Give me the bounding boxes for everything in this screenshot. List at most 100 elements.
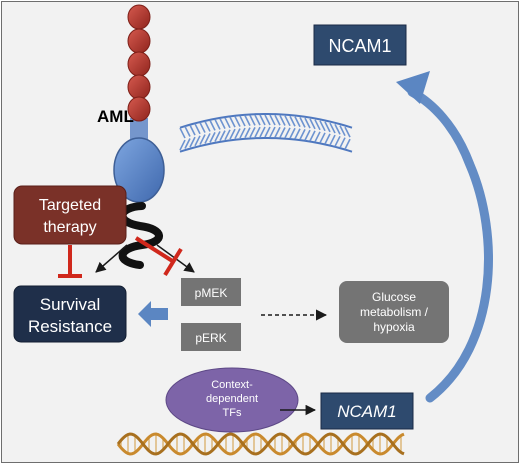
membrane-inner-line <box>179 137 353 153</box>
lipid-lower <box>309 130 316 142</box>
membrane-outer-line <box>179 113 353 129</box>
glucose-line-2: metabolism / <box>360 305 429 319</box>
lipid-lower <box>334 135 341 147</box>
cell-membrane <box>179 113 353 153</box>
ig-domain-bead <box>127 51 151 77</box>
pmek-box: pMEK <box>181 278 241 306</box>
lipid-lower <box>254 126 261 138</box>
tf-line-3: TFs <box>223 407 242 419</box>
arrow-to-pmek <box>95 244 128 273</box>
lipid-upper <box>264 114 271 126</box>
lipid-upper <box>324 121 331 133</box>
lipid-upper <box>304 117 311 129</box>
lipid-upper <box>179 127 186 139</box>
lipid-upper <box>299 117 306 128</box>
lipid-upper <box>339 125 346 137</box>
lipid-upper <box>184 126 191 137</box>
lipid-lower <box>184 138 191 149</box>
ncam1-gene-box: NCAM1 <box>320 392 414 430</box>
lipid-lower <box>234 128 241 139</box>
lipid-upper <box>214 119 221 130</box>
lipid-lower <box>294 128 301 140</box>
ncam1-protein-label: NCAM1 <box>328 36 391 56</box>
ncam1-protein-box: NCAM1 <box>313 24 407 66</box>
lipid-upper <box>189 124 196 136</box>
lipid-upper <box>199 122 206 133</box>
lipid-lower <box>314 131 321 143</box>
lipid-upper <box>259 114 266 126</box>
inhibit-pmek <box>134 236 183 277</box>
pmek-label: pMEK <box>195 286 228 300</box>
lipid-lower <box>224 129 231 141</box>
lipid-upper <box>344 126 351 138</box>
lipid-upper <box>234 116 241 127</box>
receptor-ig-domains <box>127 4 151 122</box>
lipid-lower <box>329 134 336 146</box>
lipid-upper <box>204 121 211 132</box>
glucose-metabolism-box: Glucose metabolism / hypoxia <box>339 281 449 343</box>
lipid-lower <box>339 137 346 149</box>
dna-strand-1 <box>116 432 405 456</box>
lipid-upper <box>209 120 216 131</box>
lipid-lower <box>189 136 196 148</box>
survival-resistance-box: Survival Resistance <box>13 285 127 343</box>
lipid-upper <box>254 114 261 126</box>
lipid-lower <box>204 133 211 144</box>
lipid-upper <box>314 119 321 131</box>
ncam1-receptor <box>113 4 165 269</box>
inhibit-survival <box>58 245 82 278</box>
lipid-lower <box>274 126 281 138</box>
glucose-line-3: hypoxia <box>373 320 415 334</box>
lipid-upper <box>229 116 236 128</box>
lipid-lower <box>319 132 326 144</box>
lipid-upper <box>224 117 231 129</box>
lipid-upper <box>309 118 316 130</box>
feedback-arrow <box>396 71 493 403</box>
perk-box: pERK <box>181 323 241 351</box>
lipid-lower <box>229 128 236 140</box>
lipid-lower <box>289 127 296 139</box>
lipid-upper <box>274 114 281 126</box>
lipid-lower <box>239 127 246 139</box>
aml-label: AML <box>97 107 134 126</box>
lipid-upper <box>244 115 251 127</box>
lipid-lower <box>304 129 311 141</box>
lipid-upper <box>239 115 246 127</box>
lipid-lower <box>324 133 331 145</box>
lipid-upper <box>319 120 326 132</box>
lipid-lower <box>194 135 201 147</box>
ig-domain-bead <box>127 4 151 30</box>
context-dependent-tfs: Context- dependent TFs <box>165 367 299 433</box>
dna-helix <box>116 432 405 456</box>
lipid-upper <box>334 123 341 135</box>
lipid-upper <box>289 115 296 127</box>
lipid-lower <box>209 132 216 143</box>
lipid-lower <box>249 127 256 138</box>
targeted-therapy-line-2: therapy <box>43 219 96 236</box>
lipid-lower <box>344 138 351 150</box>
tf-line-1: Context- <box>211 379 253 391</box>
lipid-lower <box>269 126 276 138</box>
lipid-upper <box>329 122 336 134</box>
lipid-lower <box>259 126 266 138</box>
lipid-upper <box>284 115 291 127</box>
lipid-upper <box>294 116 301 128</box>
lipid-lower <box>179 139 186 151</box>
dna-strand-2 <box>116 432 405 456</box>
targeted-therapy-box: Targeted therapy <box>13 185 127 245</box>
glucose-line-1: Glucose <box>372 290 416 304</box>
survival-line-2: Resistance <box>28 317 112 336</box>
lipid-lower <box>219 130 226 141</box>
ig-domain-bead <box>127 96 151 122</box>
lipid-lower <box>284 127 291 139</box>
lipid-lower <box>299 129 306 140</box>
ig-domain-bead <box>127 74 151 100</box>
lipid-lower <box>244 127 251 139</box>
lipid-upper <box>279 115 286 126</box>
lipid-lower <box>264 126 271 138</box>
arrow-to-survival <box>138 301 168 327</box>
lipid-lower <box>199 134 206 145</box>
lipid-upper <box>249 115 256 126</box>
receptor-intracellular-domain <box>113 137 165 203</box>
